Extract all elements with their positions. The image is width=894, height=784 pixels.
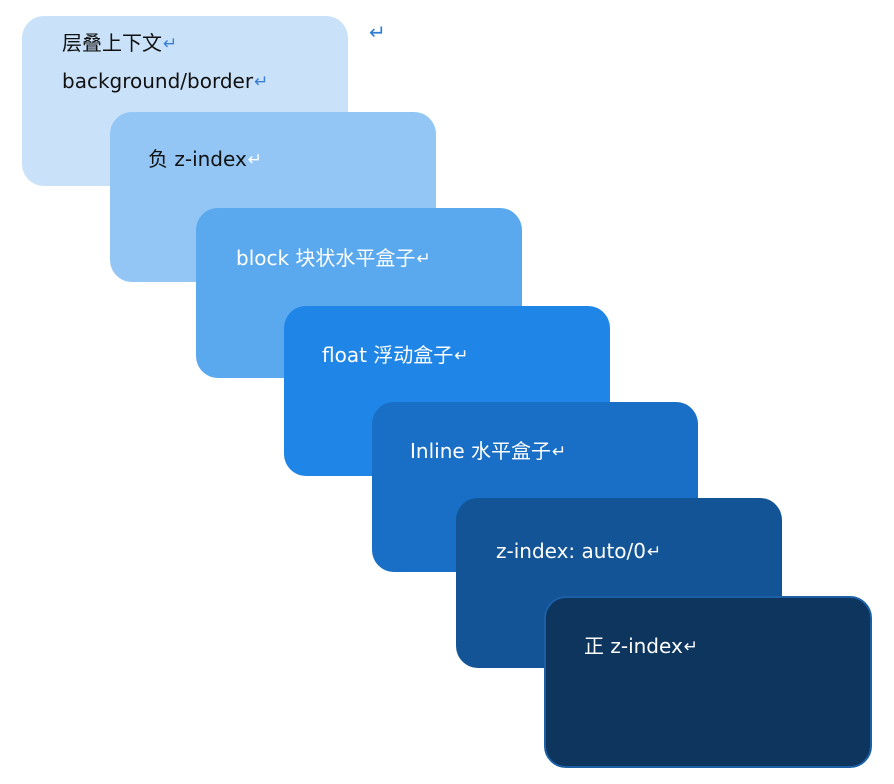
layer-positive-z-index: 正 z-index↵ bbox=[544, 596, 872, 768]
layer-label: 层叠上下文 bbox=[62, 31, 162, 55]
layer-label: 正 z-index bbox=[584, 634, 683, 658]
return-mark-icon: ↵ bbox=[647, 542, 662, 562]
layer-label: block 块状水平盒子 bbox=[236, 246, 416, 270]
layer-label-line: float 浮动盒子↵ bbox=[322, 341, 469, 369]
layer-label-line: 正 z-index↵ bbox=[584, 632, 698, 660]
return-mark-icon: ↵ bbox=[416, 249, 431, 269]
layer-label-line: Inline 水平盒子↵ bbox=[410, 437, 566, 465]
return-mark-icon: ↵ bbox=[552, 442, 567, 462]
return-mark-icon: ↵ bbox=[163, 34, 178, 54]
layer-label-line: block 块状水平盒子↵ bbox=[236, 244, 431, 272]
return-mark-icon: ↵ bbox=[454, 346, 469, 366]
layer-label-line: 负 z-index↵ bbox=[148, 145, 262, 173]
layer-label: float 浮动盒子 bbox=[322, 343, 454, 367]
layer-label: background/border bbox=[62, 69, 254, 93]
layer-label-line: z-index: auto/0↵ bbox=[496, 537, 661, 565]
return-mark-icon: ↵ bbox=[247, 150, 263, 170]
layer-label-line: 层叠上下文↵ bbox=[62, 29, 177, 57]
layer-label: Inline 水平盒子 bbox=[410, 439, 552, 463]
layer-label-line: background/border↵ bbox=[62, 67, 268, 95]
layer-label: 负 z-index bbox=[148, 147, 247, 171]
return-mark-icon: ↵ bbox=[683, 637, 699, 657]
return-mark-icon: ↵ bbox=[254, 72, 269, 92]
return-mark-icon: ↵ bbox=[369, 20, 386, 44]
layer-label: z-index: auto/0 bbox=[496, 539, 646, 563]
